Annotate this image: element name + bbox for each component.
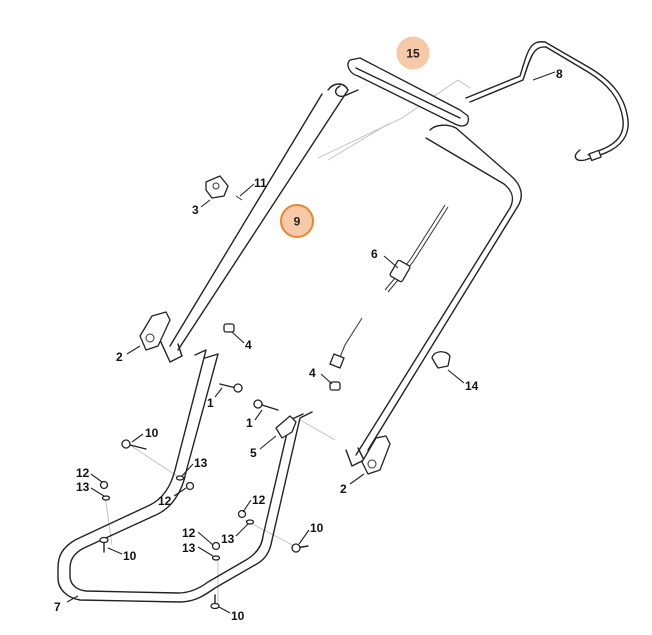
callout-15-text: 15	[406, 47, 420, 61]
part-label-2-left: 2	[116, 350, 123, 364]
leader-lines	[66, 71, 556, 614]
top-grip-part	[334, 57, 469, 127]
part-label-10-bottom: 10	[231, 609, 245, 623]
clamp-part-3	[205, 175, 243, 201]
spring-parts-4	[223, 323, 341, 391]
upper-handle-part	[159, 83, 522, 467]
part-label-13-mid: 13	[194, 456, 208, 470]
callout-9-circle	[280, 204, 314, 238]
part-label-3: 3	[192, 203, 199, 217]
part-label-7: 7	[54, 600, 61, 614]
part-label-12-mid: 12	[158, 494, 172, 508]
part-label-14: 14	[465, 379, 479, 393]
part-label-13-right: 13	[221, 532, 235, 546]
bracket-part-2-right	[361, 435, 391, 475]
clip-part-5	[275, 415, 297, 439]
part-label-5: 5	[250, 446, 257, 460]
part-label-6: 6	[371, 247, 378, 261]
callout-15-circle	[396, 36, 430, 70]
callout-15[interactable]: 15	[396, 36, 430, 70]
bolt-parts-10	[99, 439, 309, 610]
control-bail-part	[465, 41, 629, 162]
part-labels: 8 11 3 6 4 2 4 14 1 1 10 5 12 13 13 12 2…	[54, 67, 563, 623]
cable-part	[329, 204, 449, 369]
callout-9[interactable]: 9	[280, 204, 314, 238]
part-label-1-lower: 1	[246, 416, 253, 430]
part-label-11: 11	[254, 176, 267, 190]
part-label-13-left: 13	[76, 480, 90, 494]
part-label-4-upper: 4	[245, 338, 252, 352]
part-label-12-left: 12	[76, 466, 90, 480]
nut-washer-parts	[99, 475, 255, 561]
part-label-1-upper: 1	[207, 396, 214, 410]
part-label-13-lower: 13	[182, 541, 196, 555]
bolt-parts-1	[219, 383, 279, 411]
part-label-8: 8	[556, 67, 563, 81]
part-label-2-right: 2	[340, 482, 347, 496]
part-label-10-upper: 10	[145, 426, 159, 440]
part-label-12-lower: 12	[182, 526, 196, 540]
callout-9-text: 9	[294, 215, 301, 229]
part-label-10-right: 10	[310, 521, 324, 535]
part-label-12-right: 12	[252, 493, 266, 507]
clip-part-14	[431, 351, 451, 369]
bracket-part-2-left	[139, 311, 171, 351]
lower-handle-part	[57, 349, 313, 603]
part-label-4-lower: 4	[309, 366, 316, 380]
part-label-10-left: 10	[123, 549, 137, 563]
